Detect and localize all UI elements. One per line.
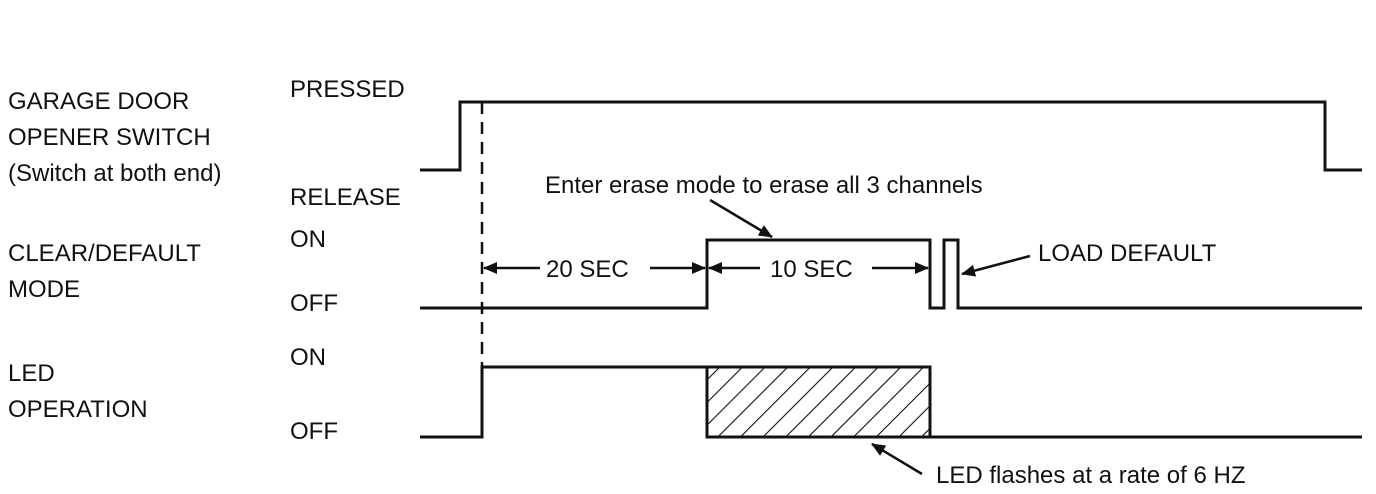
state-label-pressed: PRESSED xyxy=(290,76,405,103)
signal-name-switch-line1: GARAGE DOOR xyxy=(8,88,190,115)
led-flash-region xyxy=(705,365,932,439)
waveform-switch xyxy=(420,100,1362,172)
annotation-interval-20-sec: 20 SEC xyxy=(546,256,629,283)
signal-name-clear-line1: CLEAR/DEFAULT xyxy=(8,240,201,267)
waveform-led xyxy=(420,365,707,439)
signal-name-switch-line2: OPENER SWITCH xyxy=(8,124,211,151)
signal-name-clear-line2: MODE xyxy=(8,276,80,303)
led-flash-pointer-arrow xyxy=(871,442,923,476)
state-label-led-on: ON xyxy=(290,344,326,371)
load-default-pointer-arrow xyxy=(961,254,1031,277)
annotation-led-flash: LED flashes at a rate of 6 HZ xyxy=(936,462,1246,489)
state-label-clear-on: ON xyxy=(290,226,326,253)
signal-name-led-line2: OPERATION xyxy=(8,396,148,423)
annotation-load-default: LOAD DEFAULT xyxy=(1038,240,1217,267)
waveform-clear-default xyxy=(420,238,1362,310)
erase-mode-pointer-arrow xyxy=(709,198,773,239)
signal-name-switch-line3: (Switch at both end) xyxy=(8,160,222,187)
state-label-led-off: OFF xyxy=(290,418,338,445)
signal-name-led-line1: LED xyxy=(8,360,55,387)
state-label-clear-off: OFF xyxy=(290,290,338,317)
state-label-release: RELEASE xyxy=(290,184,401,211)
annotation-erase-mode: Enter erase mode to erase all 3 channels xyxy=(545,172,983,199)
annotation-interval-10-sec: 10 SEC xyxy=(770,256,853,283)
